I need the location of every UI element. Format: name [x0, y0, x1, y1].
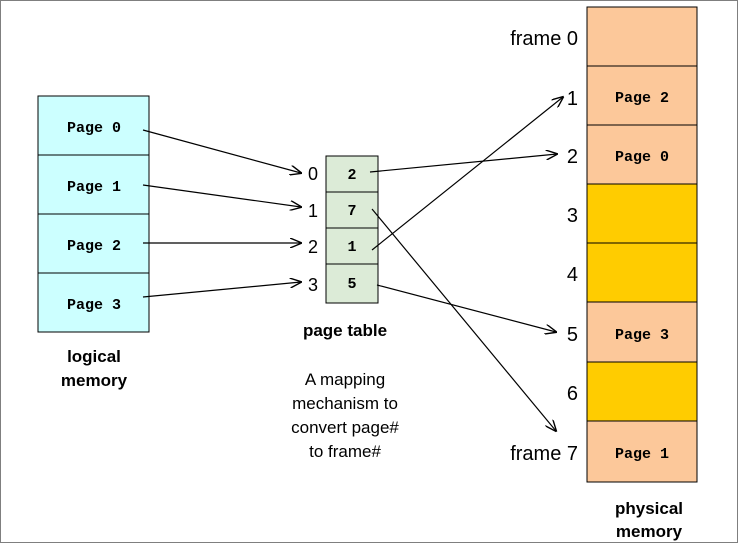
logical-page-cell	[37, 272, 150, 333]
frame-row: 3	[567, 183, 698, 244]
page-table-frame: 5	[347, 276, 356, 293]
frame-row: 5 Page 3	[567, 301, 698, 363]
page-table-frame: 7	[347, 203, 356, 220]
frame-row: frame 0	[510, 6, 698, 67]
page-table-index: 0	[308, 164, 318, 184]
arrow	[142, 282, 301, 298]
logical-page-box: Page 3	[37, 272, 150, 333]
page-table-cell	[325, 191, 379, 229]
page-table: 0 2 1 7 2 1 3 5 page table A mapping mec…	[291, 155, 399, 461]
physical-memory-label: physical	[615, 499, 683, 518]
arrow	[371, 208, 556, 431]
page-table-description: A mapping	[305, 370, 385, 389]
page-table-index: 1	[308, 201, 318, 221]
page-table-description: convert page#	[291, 418, 399, 437]
page-table-description: mechanism to	[292, 394, 398, 413]
logical-page-box: Page 1	[37, 154, 150, 215]
page-table-cell	[325, 263, 379, 304]
frame-row: 6	[567, 361, 698, 422]
logical-page-box: Page 0	[37, 95, 150, 156]
page-table-frame: 1	[347, 239, 356, 256]
frame-cell	[586, 242, 698, 303]
frame-label: 2	[567, 146, 578, 168]
frame-label: frame 0	[510, 28, 578, 50]
frame-cell	[586, 301, 698, 363]
frame-row: 1 Page 2	[567, 65, 698, 126]
table-to-frame-arrows	[369, 97, 563, 431]
frame-content: Page 0	[615, 149, 669, 166]
frame-label: 5	[567, 324, 578, 346]
logical-memory-label: logical	[67, 347, 121, 366]
frame-label: 4	[567, 264, 578, 286]
arrow	[142, 129, 301, 173]
logical-page-box: Page 2	[37, 213, 150, 274]
arrow	[376, 284, 556, 332]
frame-cell	[586, 361, 698, 422]
logical-page-cell	[37, 95, 150, 156]
frame-row: 2 Page 0	[567, 124, 698, 185]
page-table-row: 0 2	[308, 155, 379, 193]
page-table-frame: 2	[347, 167, 356, 184]
page-table-index: 2	[308, 237, 318, 257]
page-to-table-arrows	[142, 129, 301, 298]
logical-memory: Page 0 Page 1 Page 2 Page 3 logical memo…	[37, 95, 150, 390]
frame-cell	[586, 420, 698, 483]
frame-cell	[586, 6, 698, 67]
frame-label: 1	[567, 88, 578, 110]
page-table-label: page table	[303, 321, 387, 340]
arrow	[371, 97, 563, 251]
frame-row: 4	[567, 242, 698, 303]
frame-label: frame 7	[510, 443, 578, 465]
page-table-row: 3 5	[308, 263, 379, 304]
physical-memory: frame 0 1 Page 2 2 Page 0 3 4 5 Page 3	[510, 6, 698, 541]
frame-cell	[586, 124, 698, 185]
frame-content: Page 2	[615, 90, 669, 107]
logical-page-label: Page 1	[67, 179, 121, 196]
arrow	[142, 184, 301, 207]
logical-page-label: Page 2	[67, 238, 121, 255]
logical-page-cell	[37, 213, 150, 274]
physical-memory-label: memory	[616, 522, 683, 541]
frame-row: frame 7 Page 1	[510, 420, 698, 483]
logical-memory-label: memory	[61, 371, 128, 390]
page-table-index: 3	[308, 275, 318, 295]
arrow	[369, 154, 557, 173]
frame-label: 3	[567, 205, 578, 227]
logical-page-cell	[37, 154, 150, 215]
logical-page-label: Page 0	[67, 120, 121, 137]
frame-content: Page 3	[615, 327, 669, 344]
page-table-row: 1 7	[308, 191, 379, 229]
logical-page-label: Page 3	[67, 297, 121, 314]
frame-cell	[586, 183, 698, 244]
frame-label: 6	[567, 383, 578, 405]
page-table-row: 2 1	[308, 227, 379, 265]
frame-content: Page 1	[615, 446, 669, 463]
page-table-description: to frame#	[309, 442, 381, 461]
